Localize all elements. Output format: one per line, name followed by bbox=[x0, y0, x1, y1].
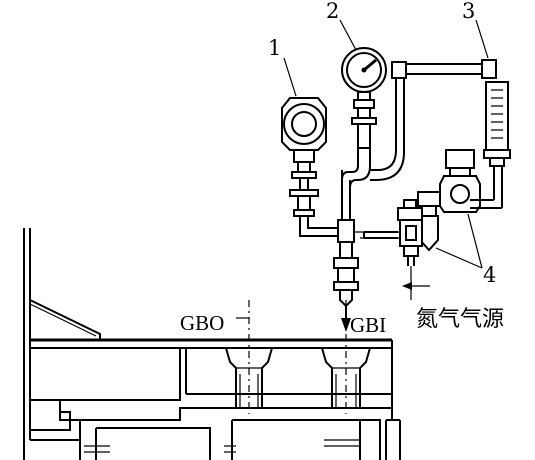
callout-3-label: 3 bbox=[462, 0, 475, 23]
leader-lines bbox=[236, 19, 489, 319]
gbi-label: GBI bbox=[350, 313, 386, 337]
gbo-label: GBO bbox=[180, 311, 224, 335]
component-3-flowmeter bbox=[470, 81, 511, 209]
callout-2-label: 2 bbox=[326, 0, 339, 23]
nitrogen-source-label: 氮气气源 bbox=[416, 307, 504, 332]
callout-1-label: 1 bbox=[268, 36, 281, 60]
component-4-regulator-group bbox=[363, 149, 481, 266]
gbi-inlet-fitting bbox=[333, 241, 359, 332]
machine-base bbox=[23, 228, 401, 460]
nitrogen-source-arrow bbox=[402, 266, 430, 300]
piping bbox=[316, 59, 497, 260]
component-1-valve bbox=[281, 97, 327, 237]
callout-4-label: 4 bbox=[483, 263, 496, 287]
component-2-pressure-gauge bbox=[341, 47, 387, 149]
